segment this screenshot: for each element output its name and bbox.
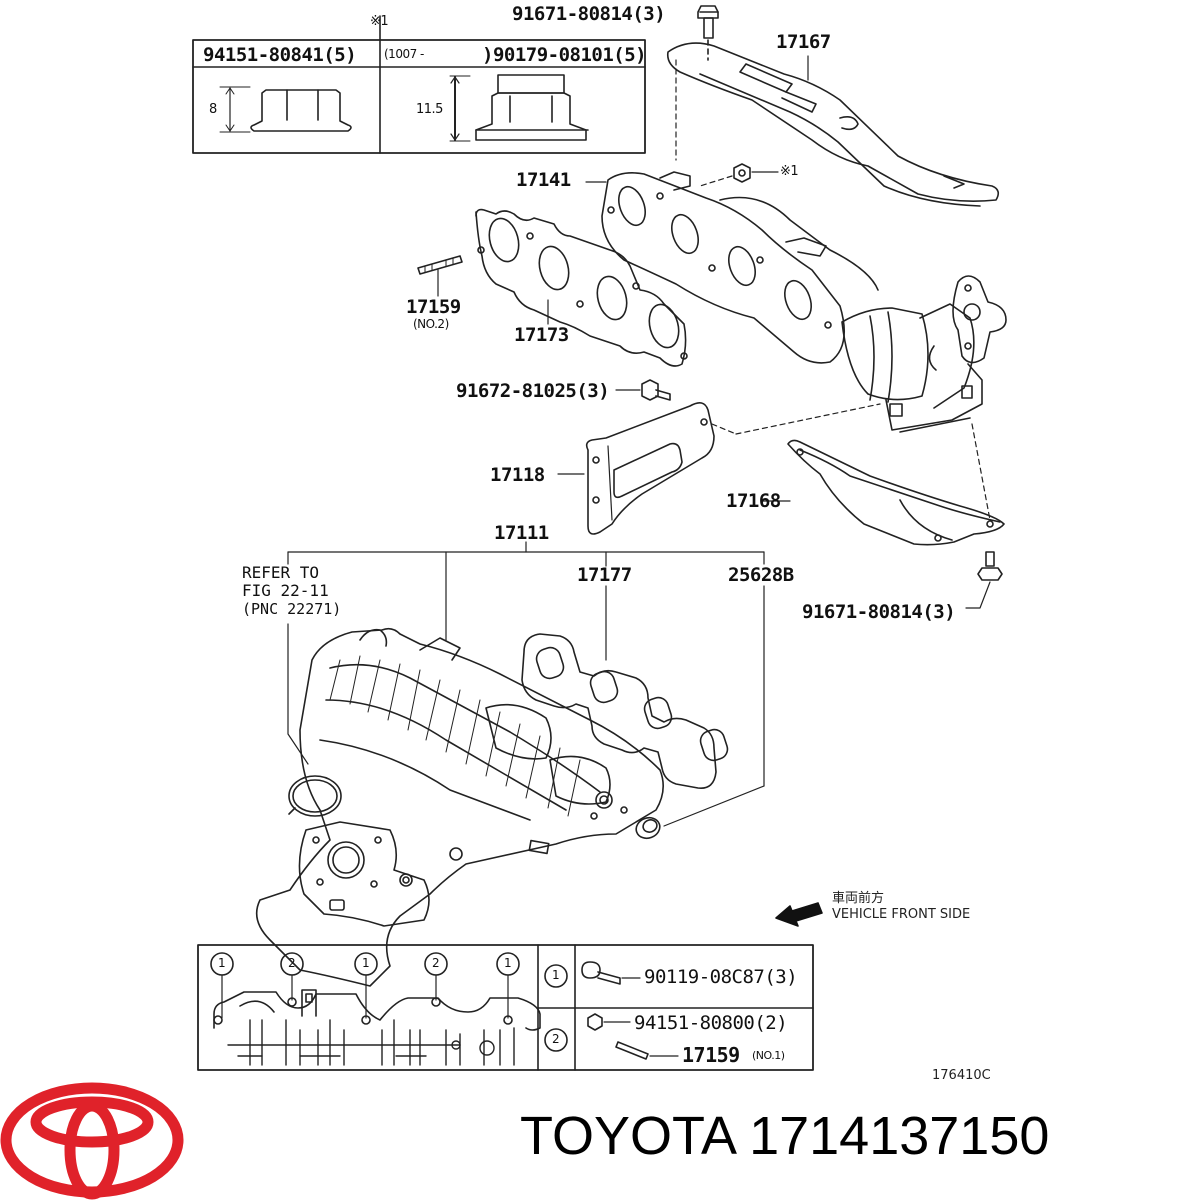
callout-stay[interactable]: 17118 bbox=[490, 464, 545, 486]
toyota-logo-icon bbox=[0, 1082, 184, 1200]
heat-insulator-lower-art bbox=[761, 423, 1005, 546]
heat-insulator-upper-art bbox=[666, 42, 1000, 207]
callout-heat-insulator-upper[interactable]: 17167 bbox=[776, 31, 831, 53]
callout-heat-insulator-lower[interactable]: 17168 bbox=[726, 490, 781, 512]
callout-bolt-bottom[interactable]: 91671-80814(3) bbox=[802, 601, 956, 623]
callout-stud-no2-sub: (NO.2) bbox=[413, 317, 449, 331]
nut-table-marker: ※1 bbox=[370, 14, 389, 29]
callout-intake-gasket[interactable]: 17177 bbox=[577, 564, 632, 586]
row-2-stud-part[interactable]: 17159 bbox=[682, 1043, 740, 1067]
vehicle-front-note: 車両前方 VEHICLE FRONT SIDE bbox=[832, 891, 970, 923]
figure-code: 176410C bbox=[932, 1068, 991, 1083]
vehicle-front-en: VEHICLE FRONT SIDE bbox=[832, 907, 971, 922]
nut-table-right-part[interactable]: )90179-08101(5) bbox=[482, 44, 647, 66]
product-title: TOYOTA 1714137150 bbox=[520, 1105, 1049, 1167]
stud-no2-art bbox=[417, 255, 463, 297]
refer-line-2: FIG 22-11 bbox=[242, 581, 329, 600]
refer-line-1: REFER TO bbox=[242, 563, 320, 582]
row-2-nut-part[interactable]: 94151-80800(2) bbox=[634, 1012, 788, 1034]
hose-ring-art bbox=[635, 816, 661, 840]
bolt-bottom-art bbox=[965, 551, 1003, 609]
callout-bolt-mid[interactable]: 91672-81025(3) bbox=[456, 380, 610, 402]
intake-manifold-art bbox=[255, 627, 664, 987]
nut-marker-art bbox=[699, 163, 779, 187]
marker-2a: 2 bbox=[288, 956, 296, 970]
nut-table-left-part[interactable]: 94151-80841(5) bbox=[203, 44, 357, 66]
brand-name: TOYOTA bbox=[520, 1106, 735, 1166]
row-1-bolt-part[interactable]: 90119-08C87(3) bbox=[644, 966, 798, 988]
nut-right-height: 11.5 bbox=[416, 102, 443, 117]
intake-gasket-art bbox=[521, 633, 729, 789]
nut-left-height: 8 bbox=[209, 102, 217, 117]
row-2-stud-sub: (NO.1) bbox=[752, 1049, 785, 1062]
callout-stud-no2[interactable]: 17159 bbox=[406, 296, 461, 318]
intake-leader-lines bbox=[287, 541, 765, 827]
exhaust-manifold-art bbox=[585, 171, 1007, 433]
callout-bolt-top[interactable]: 91671-80814(3) bbox=[512, 3, 666, 25]
marker-1a: 1 bbox=[218, 956, 226, 970]
marker-1c: 1 bbox=[504, 956, 512, 970]
bolt-top-art bbox=[697, 5, 719, 61]
callout-intake-manifold[interactable]: 17111 bbox=[494, 522, 549, 544]
refer-line-3: (PNC 22271) bbox=[242, 600, 342, 618]
nut-table-right-prefix: (1007 - bbox=[384, 47, 424, 61]
exhaust-gasket-art bbox=[475, 208, 688, 367]
fastener-table-art bbox=[197, 944, 814, 1071]
nut-table-art bbox=[192, 15, 646, 154]
vehicle-front-arrow-icon bbox=[775, 902, 823, 927]
stay-art bbox=[557, 402, 881, 535]
throttle-gasket-ring-art bbox=[288, 775, 342, 817]
row-1-marker: 1 bbox=[552, 968, 560, 982]
callout-nut-marker: ※1 bbox=[780, 164, 799, 179]
callout-hose-ring[interactable]: 25628B bbox=[728, 564, 794, 586]
marker-1b: 1 bbox=[362, 956, 370, 970]
refer-note: REFER TO FIG 22-11 (PNC 22271) bbox=[242, 563, 342, 619]
callout-exhaust-manifold[interactable]: 17141 bbox=[516, 169, 571, 191]
vehicle-front-jp: 車両前方 bbox=[832, 891, 885, 906]
callout-exhaust-gasket[interactable]: 17173 bbox=[514, 324, 569, 346]
bolt-mid-art bbox=[615, 379, 671, 401]
part-number: 1714137150 bbox=[749, 1106, 1050, 1166]
marker-2b: 2 bbox=[432, 956, 440, 970]
row-2-marker: 2 bbox=[552, 1032, 560, 1046]
